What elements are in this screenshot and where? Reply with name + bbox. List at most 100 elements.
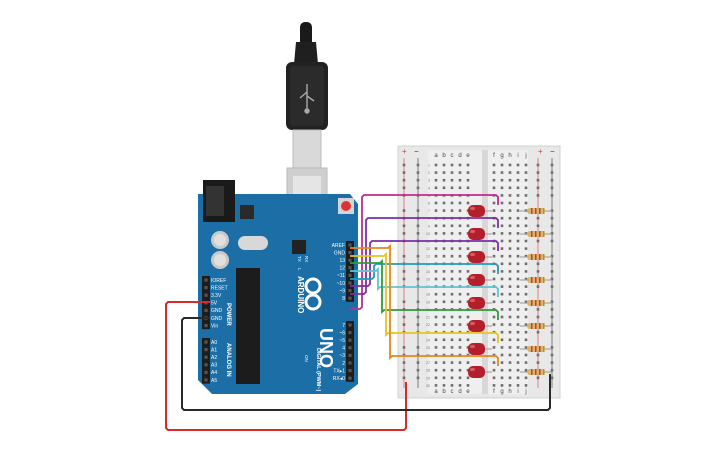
red-led[interactable] [468,320,492,332]
pin-label: RESET [211,285,228,291]
wire-5v[interactable] [165,301,407,431]
pin-socket[interactable] [348,266,352,270]
red-led[interactable] [468,297,492,309]
red-led[interactable] [468,251,492,263]
pin-label: A5 [211,378,217,384]
pin-socket[interactable] [204,286,208,290]
center-channel [482,150,488,394]
red-led[interactable] [468,343,492,355]
pin-socket[interactable] [348,331,352,335]
pin-socket[interactable] [348,251,352,255]
red-led[interactable] [468,205,492,217]
column-label: d [458,389,461,395]
wire-gnd[interactable] [181,317,551,411]
column-label: g [500,153,503,159]
pin-label: ~10 [337,281,346,287]
column-label: e [466,153,470,159]
resistor[interactable] [520,300,552,306]
row-number: 16 [426,278,430,282]
pin-socket[interactable] [204,340,208,344]
pin-socket[interactable] [348,258,352,262]
pin-socket[interactable] [348,369,352,373]
pin-label: AREF [332,243,345,249]
pin-socket[interactable] [204,308,208,312]
pin-label: 5V [211,301,218,307]
usb-cable[interactable] [286,22,328,217]
signal-wire[interactable] [350,266,499,297]
column-label: b [442,389,446,395]
pin-socket[interactable] [348,243,352,247]
row-number: 3 [428,179,430,183]
pin-label: 7 [342,323,345,329]
pin-socket[interactable] [348,361,352,365]
pin-socket[interactable] [348,323,352,327]
resistor[interactable] [520,254,552,260]
led-array[interactable] [468,205,492,378]
pin-socket[interactable] [204,378,208,382]
pin-socket[interactable] [348,281,352,285]
signal-wire[interactable] [350,251,499,343]
signal-wire[interactable] [350,217,499,295]
column-label: c [451,389,454,395]
pin-socket[interactable] [204,348,208,352]
pin-label: 4 [342,346,345,352]
resistor[interactable] [520,369,552,375]
row-number: 19 [426,300,430,304]
column-label: i [517,153,518,159]
pin-socket[interactable] [204,363,208,367]
signal-wire[interactable] [350,263,499,280]
pin-socket[interactable] [348,346,352,350]
red-led[interactable] [468,366,492,378]
signal-wire[interactable] [350,194,499,310]
pin-label: A0 [211,340,217,346]
wires[interactable] [165,301,551,431]
pin-socket[interactable] [204,293,208,297]
resistor[interactable] [520,231,552,237]
pin-socket[interactable] [204,355,208,359]
signal-wire[interactable] [350,258,499,320]
resistor[interactable] [520,208,552,214]
pin-socket[interactable] [204,324,208,328]
row-number: 9 [428,224,430,228]
pin-socket[interactable] [204,370,208,374]
on-label: ON [304,355,309,362]
pin-label: A3 [211,363,217,369]
signal-wire[interactable] [350,240,499,287]
pin-label: ~5 [339,338,345,344]
pin-label: ~9 [339,288,345,294]
row-number: 4 [428,186,430,190]
power-label: POWER [225,303,231,326]
arduino-uno-board[interactable]: ARDUINO UNO POWER ANALOG IN DIGITAL (PWM… [198,180,358,394]
usb-icon [299,84,315,114]
signal-wire[interactable] [350,243,499,366]
pin-socket[interactable] [348,353,352,357]
pin-label: GND [211,316,223,322]
pin-socket[interactable] [348,296,352,300]
row-number: 7 [428,209,430,213]
pin-socket[interactable] [348,376,352,380]
pin-socket[interactable] [348,289,352,293]
pin-socket[interactable] [348,273,352,277]
row-number: 27 [426,361,430,365]
atmega-chip [236,268,260,384]
red-led[interactable] [468,228,492,240]
resistor[interactable] [520,346,552,352]
column-label: c [451,153,454,159]
resistor[interactable] [520,323,552,329]
digital-label: DIGITAL (PWM~) [315,348,321,392]
row-number: 21 [426,316,430,320]
row-number: 12 [426,247,430,251]
resistor[interactable] [520,277,552,283]
red-led[interactable] [468,274,492,286]
column-label: g [500,389,503,395]
analog-label: ANALOG IN [225,343,231,377]
rail-minus-label: − [550,147,555,156]
board-brand: ARDUINO [296,276,305,313]
rx-label: RX [304,256,309,262]
pin-socket[interactable] [204,278,208,282]
pin-socket[interactable] [348,338,352,342]
